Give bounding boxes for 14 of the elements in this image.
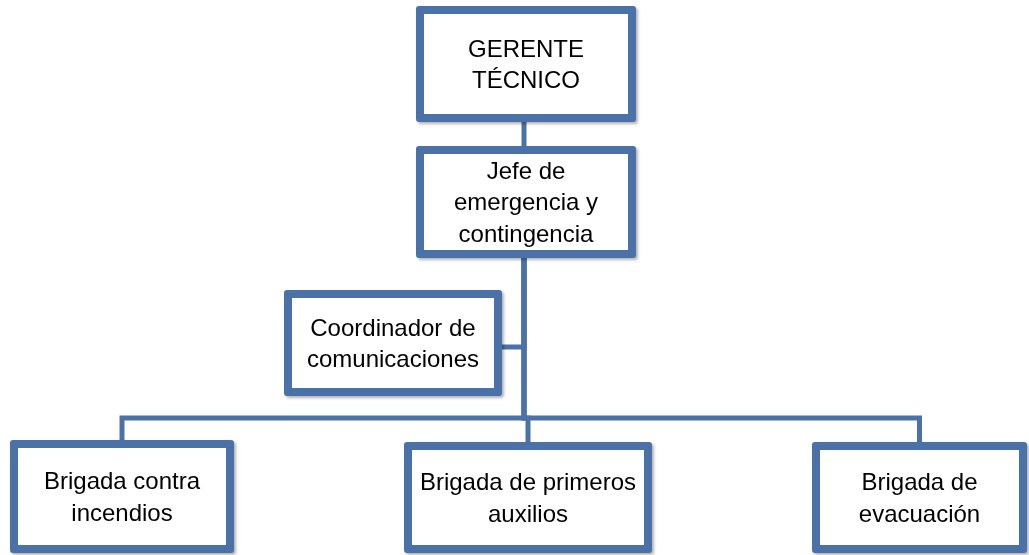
org-box	[10, 440, 234, 553]
connector-line	[521, 122, 527, 146]
role-title: Jefe de emergencia y contingencia	[452, 156, 600, 249]
role-title: Brigada de primeros auxilios	[418, 467, 638, 529]
org-box	[416, 6, 636, 122]
connector-line	[521, 258, 922, 442]
org-box	[416, 146, 636, 258]
role-title: Brigada de evacuación	[857, 467, 982, 529]
role-title: GERENTE TÉCNICO	[467, 33, 585, 95]
org-box	[284, 290, 502, 396]
org-box	[404, 442, 652, 553]
role-title: Brigada contra incendios	[42, 466, 202, 528]
org-box	[812, 442, 1027, 553]
role-title: Coordinador de comunicaciones	[305, 312, 481, 374]
